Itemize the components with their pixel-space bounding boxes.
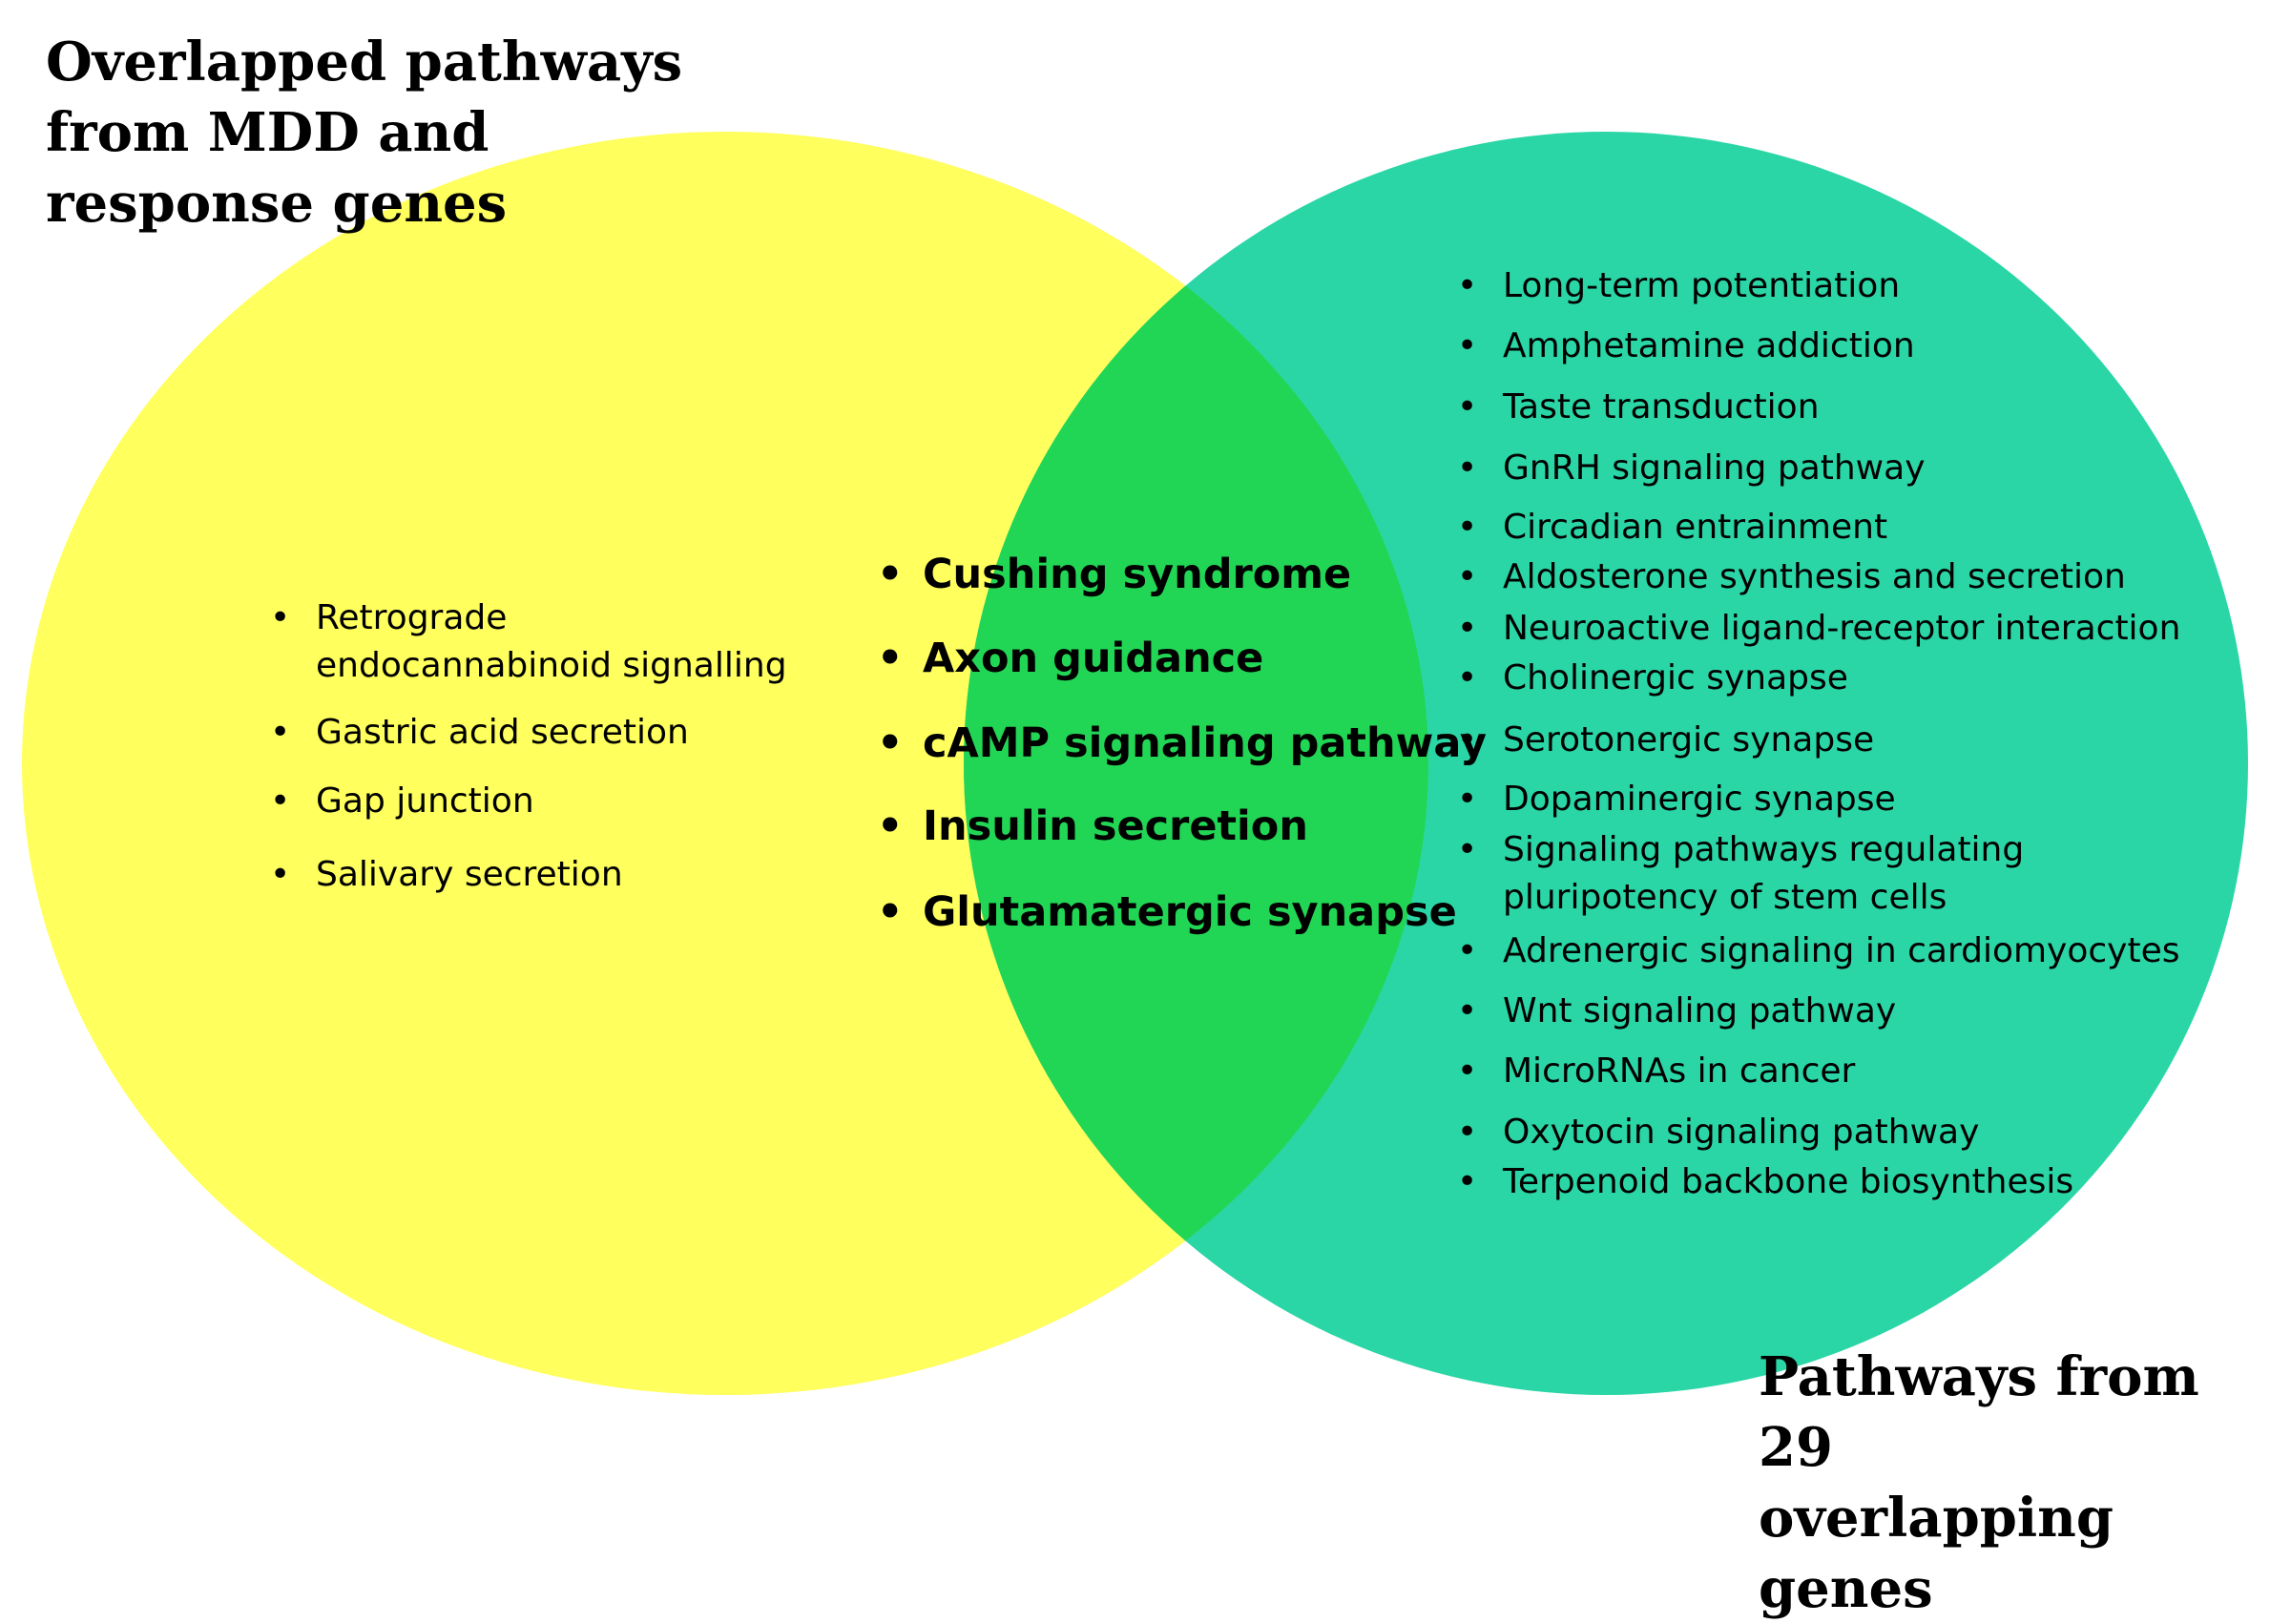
pathway-item: Gap junction <box>270 778 534 825</box>
pathway-item: Adrenergic signaling in cardiomyocytes <box>1457 927 2179 975</box>
pathway-item: Salivary secretion <box>270 851 623 899</box>
pathway-item: Signaling pathways regulating pluripoten… <box>1457 826 2228 922</box>
pathway-item: Circadian entrainment <box>1457 504 1887 552</box>
pathway-item: Neuroactive ligand-receptor interaction <box>1457 605 2180 653</box>
pathway-item: Cushing syndrome <box>877 547 1351 602</box>
right-set-label: Pathways from 29 overlapping genes <box>1759 1345 2199 1620</box>
intersection-region <box>964 132 1428 1395</box>
pathway-item: Axon guidance <box>877 631 1263 686</box>
pathway-item: MicroRNAs in cancer <box>1457 1048 1855 1095</box>
pathway-item: Glutamatergic synapse <box>877 885 1457 940</box>
pathway-item: Retrograde endocannabinoid signalling <box>270 594 802 690</box>
pathway-item: Wnt signaling pathway <box>1457 988 1896 1035</box>
pathway-item: Terpenoid backbone biosynthesis <box>1457 1158 2073 1206</box>
pathway-item: Cholinergic synapse <box>1457 655 1848 702</box>
pathway-item: Gastric acid secretion <box>270 709 689 757</box>
pathway-item: Insulin secretion <box>877 799 1308 854</box>
pathway-item: GnRH signaling pathway <box>1457 445 1925 492</box>
pathway-item: cAMP signaling pathway <box>877 716 1487 771</box>
pathway-item: Dopaminergic synapse <box>1457 776 1896 823</box>
pathway-item: Serotonergic synapse <box>1457 717 1874 764</box>
left-set-label: Overlapped pathways from MDD and respons… <box>46 31 683 235</box>
pathway-item: Long-term potentiation <box>1457 262 1900 310</box>
pathway-item: Aldosterone synthesis and secretion <box>1457 553 2126 601</box>
pathway-item: Amphetamine addiction <box>1457 323 1915 370</box>
pathway-item: Oxytocin signaling pathway <box>1457 1109 1979 1156</box>
pathway-item: Taste transduction <box>1457 384 1819 431</box>
